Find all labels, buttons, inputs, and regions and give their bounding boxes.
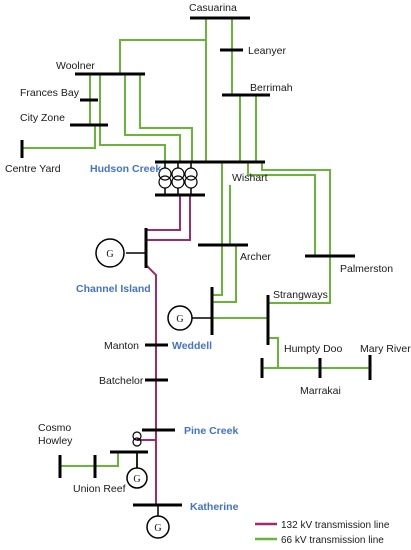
line-132-hudson-channel-b (146, 195, 191, 241)
label-woolner: Woolner (56, 60, 95, 72)
generator-letter: G (106, 249, 113, 260)
label-leanyer: Leanyer (248, 45, 286, 57)
label-hudson-creek: Hudson Creek (90, 163, 161, 175)
line-archer-weddell-a (212, 245, 223, 296)
line-strangways-humptydoo (268, 337, 279, 368)
generator-pine-creek: G (126, 467, 148, 489)
line-pinecreek-unionreef (60, 451, 137, 467)
label-casuarina: Casuarina (189, 2, 237, 14)
line-archer-weddell-b (212, 245, 237, 303)
label-wishart: Wishart (232, 172, 268, 184)
line-woolner-hudson-a (99, 74, 166, 162)
generator-channel-island: G (95, 238, 125, 268)
label-pine-creek: Pine Creek (184, 425, 238, 437)
label-batchelor: Batchelor (99, 375, 144, 387)
generator-icon (95, 238, 125, 268)
label-mary-river: Mary River (360, 343, 411, 355)
generator-letter: G (133, 474, 140, 485)
generator-katherine: G (146, 515, 170, 539)
line-132-channel-katherine (145, 264, 157, 505)
label-katherine: Katherine (190, 501, 239, 513)
generator-weddell: G (167, 305, 193, 331)
label-palmerston: Palmerston (340, 263, 393, 275)
label-marrakai: Marrakai (300, 385, 341, 397)
generator-icon (126, 467, 148, 489)
label-archer: Archer (240, 251, 271, 263)
labels: Casuarina Leanyer Woolner Berrimah Franc… (5, 2, 411, 513)
generator-icon (167, 305, 193, 331)
line-132-hudson-channel-a (146, 195, 181, 231)
generator-letter: G (154, 523, 161, 534)
line-woolner-hudson-c (139, 74, 193, 162)
label-weddell: Weddell (172, 340, 212, 352)
label-cosmo: Cosmo (38, 422, 71, 434)
label-berrimah: Berrimah (250, 82, 293, 94)
line-woolner-casuarina (119, 39, 206, 74)
label-channel-island: Channel Island (76, 283, 151, 295)
transformer-pine-creek (132, 431, 142, 447)
label-strangways: Strangways (273, 289, 328, 301)
stubs (126, 162, 212, 516)
legend-label-66kv: 66 kV transmission line (281, 535, 384, 546)
label-humpty-doo: Humpty Doo (284, 343, 343, 355)
label-howley: Howley (38, 435, 73, 447)
legend-label-132kv: 132 kV transmission line (281, 520, 390, 531)
line-cityzone-centreyard (22, 125, 96, 149)
lines-66kv (22, 18, 370, 468)
label-union-reef: Union Reef (73, 483, 126, 495)
label-frances-bay: Frances Bay (20, 87, 80, 99)
generator-icon (146, 515, 170, 539)
transformer-icon (184, 167, 198, 189)
transformer-icon (158, 167, 172, 189)
label-manton: Manton (104, 340, 139, 352)
line-hudson-strangways (261, 162, 331, 304)
transformer-bank-hudson-creek (158, 167, 198, 189)
buses (20, 16, 372, 507)
label-city-zone: City Zone (20, 112, 65, 124)
generator-letter: G (176, 314, 183, 325)
legend: 132 kV transmission line 66 kV transmiss… (255, 520, 390, 546)
label-centre-yard: Centre Yard (5, 163, 61, 175)
transformer-icon (171, 167, 185, 189)
line-hudson-palmerston (247, 162, 316, 256)
line-woolner-hudson-b (124, 74, 181, 162)
